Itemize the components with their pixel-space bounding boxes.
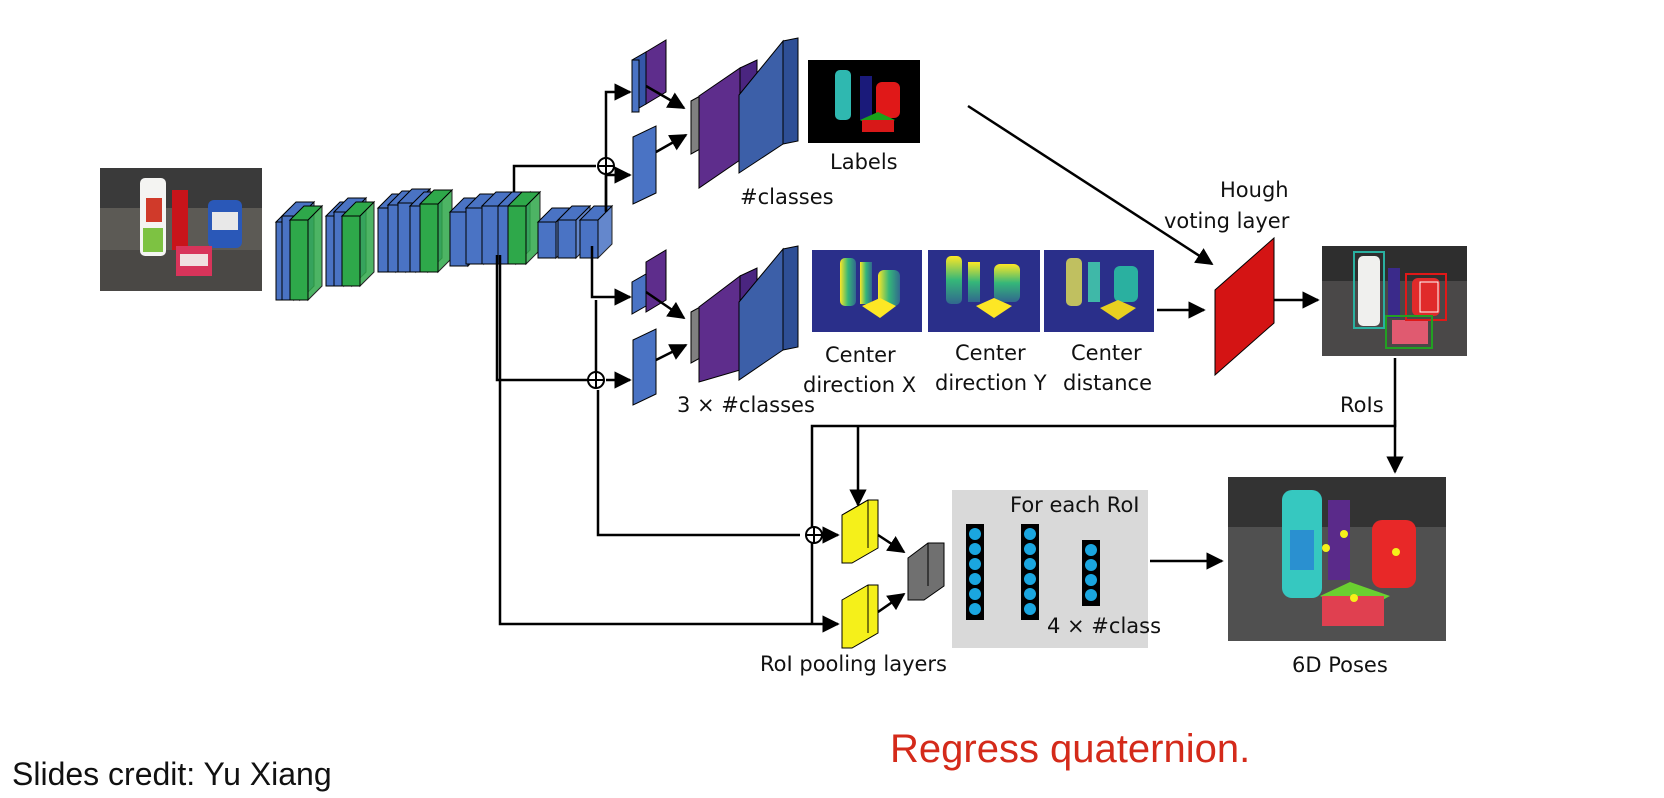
labels-caption: Labels (830, 150, 898, 174)
conv-layer-top (340, 201, 376, 217)
poses-caption: 6D Poses (1292, 653, 1388, 677)
conv-layer (537, 221, 557, 259)
hough-caption-line2: voting layer (1164, 209, 1290, 233)
poses-output-image (1228, 477, 1446, 641)
fc-layers (966, 524, 1100, 620)
conv-layer-top (418, 189, 454, 205)
conv-layer (449, 211, 469, 267)
fc-layer-column (1082, 540, 1100, 606)
roi-pooling-top (841, 499, 879, 564)
fc-neuron (1085, 544, 1097, 556)
conv-layer (419, 203, 439, 273)
center-d-caption-line1: Center (1071, 341, 1142, 365)
conv-layer (557, 219, 577, 259)
conv-layer-top (288, 205, 324, 221)
fc-neuron (1085, 574, 1097, 586)
fc-neuron (1085, 559, 1097, 571)
per-roi-panel (952, 490, 1148, 648)
conv-layer-top (578, 205, 614, 221)
fc-neuron (969, 528, 981, 540)
center-x-caption-line2: direction X (803, 373, 916, 397)
labels-segmentation-image (808, 60, 920, 143)
fc-neuron (1024, 543, 1036, 555)
roi-pooling-caption: RoI pooling layers (760, 652, 947, 676)
regress-note: Regress quaternion. (890, 727, 1251, 771)
slides-credit: Slides credit: Yu Xiang (12, 756, 332, 792)
conv-layer-top (556, 205, 592, 221)
center-y-caption-line1: Center (955, 341, 1026, 365)
sum-node-middle (587, 371, 605, 389)
conv-layer-top (506, 191, 542, 207)
center-direction-y-image (928, 250, 1040, 332)
fc-neuron (1085, 589, 1097, 601)
fc-neuron (969, 588, 981, 600)
center-x-caption-line1: Center (825, 343, 896, 367)
input-image (100, 168, 262, 291)
fc-neuron (1024, 588, 1036, 600)
roi-pooling-bottom (841, 584, 879, 649)
sum-node-lower (805, 526, 823, 544)
fc-neuron (1024, 558, 1036, 570)
conv-layer (579, 219, 599, 259)
four-class-caption: 4 × #class (1047, 614, 1161, 638)
conv-layer-side (307, 204, 323, 302)
center-direction-x-image (812, 250, 922, 332)
conv-layer-top (396, 188, 432, 204)
rois-caption: RoIs (1340, 393, 1384, 417)
fc-neuron (969, 573, 981, 585)
backbone-conv-layers (274, 187, 614, 302)
center-y-caption-line2: direction Y (935, 371, 1047, 395)
fc-neuron (969, 603, 981, 615)
conv-layer (465, 207, 485, 265)
hough-output-image (1322, 246, 1467, 356)
fc-neuron (1024, 573, 1036, 585)
hough-voting-layer (1214, 236, 1275, 377)
conv-layer (289, 219, 309, 301)
fc-neuron (969, 543, 981, 555)
sum-node-upper (597, 157, 615, 175)
pooled-feature-block (907, 542, 945, 601)
connections (495, 83, 1404, 633)
vertex-branch (631, 245, 799, 406)
fc-neuron (969, 558, 981, 570)
for-each-roi-caption: For each RoI (1010, 493, 1140, 517)
classes-caption: #classes (740, 185, 834, 209)
conv-layer (507, 205, 527, 265)
conv-layer (341, 215, 361, 287)
fc-neuron (1024, 603, 1036, 615)
center-distance-image (1044, 250, 1154, 332)
label-branch (631, 37, 799, 205)
hough-caption-line1: Hough (1220, 178, 1289, 202)
center-d-caption-line2: distance (1063, 371, 1152, 395)
fc-neuron (1024, 528, 1036, 540)
three-classes-caption: 3 × #classes (677, 393, 815, 417)
